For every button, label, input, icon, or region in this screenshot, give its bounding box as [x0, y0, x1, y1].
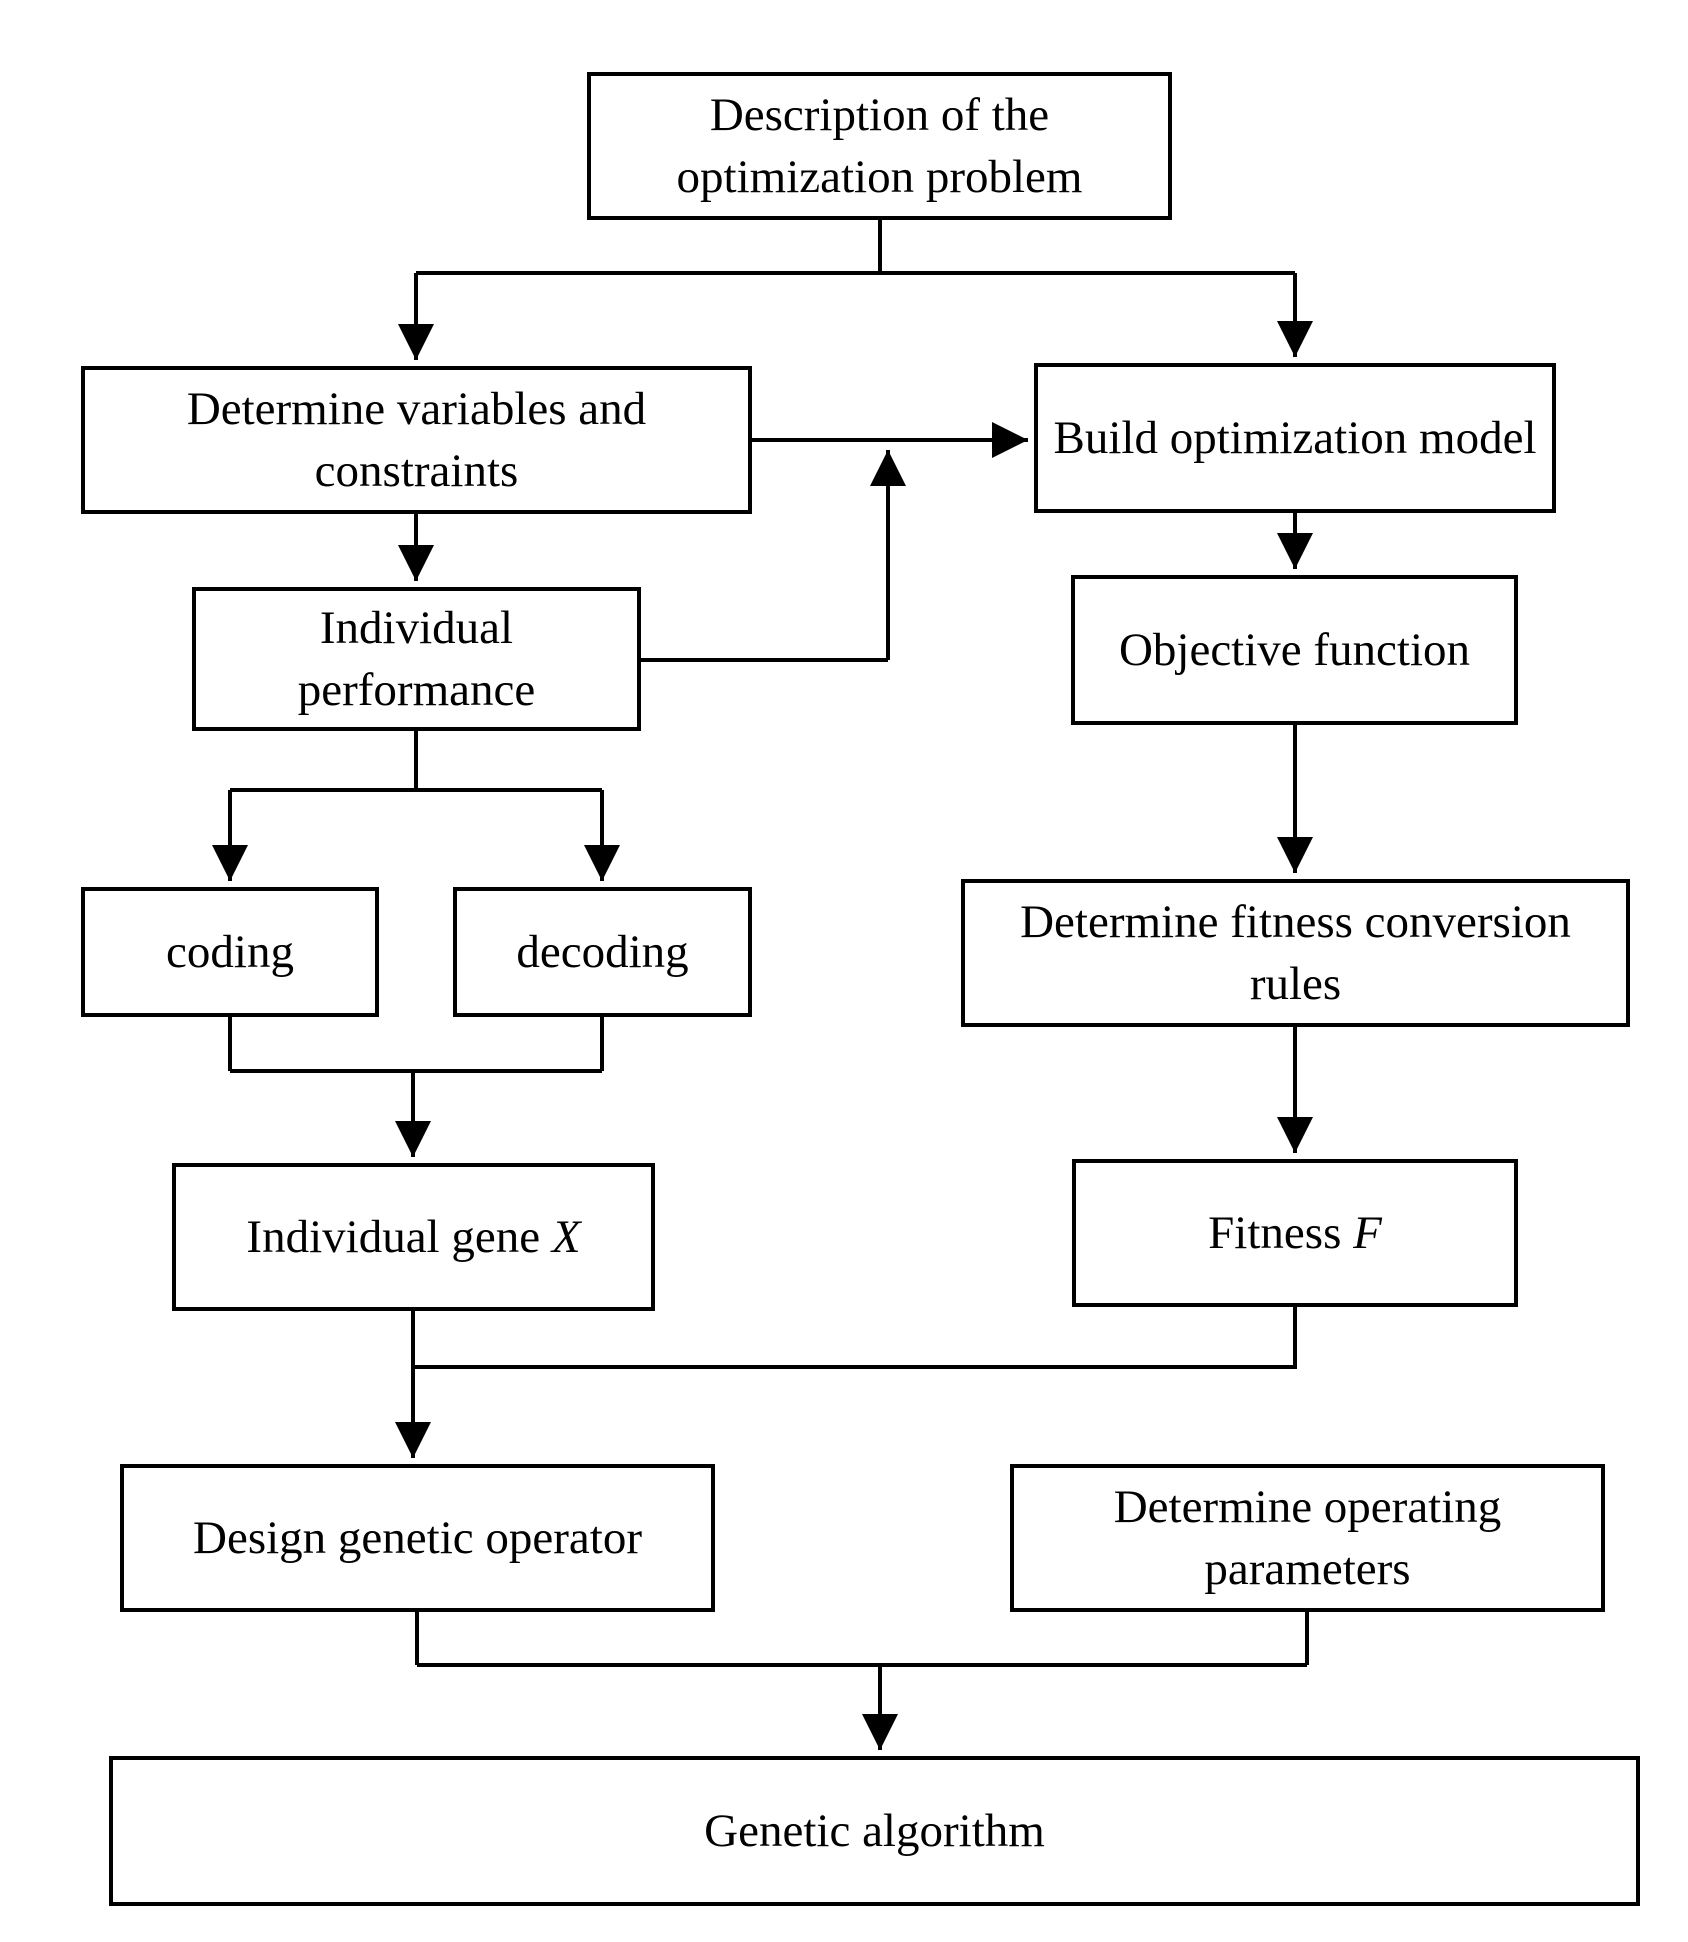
- node-individual-performance: Individual performance: [192, 587, 641, 731]
- node-label: Design genetic operator: [193, 1511, 642, 1564]
- node-determine-fitness-conversion-rules: Determine fitness conversion rules: [961, 879, 1630, 1027]
- connector-fitness-merge: [413, 1307, 1297, 1369]
- node-design-genetic-operator: Design genetic operator: [120, 1464, 715, 1612]
- node-decoding: decoding: [453, 887, 752, 1017]
- node-determine-operating-parameters: Determine operating parameters: [1010, 1464, 1605, 1612]
- node-label: Fitness F: [1208, 1206, 1382, 1259]
- node-label: Determine operating parameters: [1113, 1480, 1502, 1595]
- node-label: Build optimization model: [1053, 411, 1537, 464]
- node-coding: coding: [81, 887, 379, 1017]
- node-label: coding: [166, 925, 294, 978]
- node-genetic-algorithm: Genetic algorithm: [109, 1756, 1640, 1906]
- connector-bottom-merge: [415, 1612, 1309, 1667]
- node-label: Determine fitness conversion rules: [1020, 895, 1571, 1010]
- node-build-optimization-model: Build optimization model: [1034, 363, 1556, 513]
- node-objective-function: Objective function: [1071, 575, 1518, 725]
- node-description-of-optimization-problem: Description of the optimization problem: [587, 72, 1172, 220]
- node-fitness-f: Fitness F: [1072, 1159, 1518, 1307]
- node-individual-gene-x: Individual gene X: [172, 1163, 655, 1311]
- connector-coding-merge: [228, 1017, 604, 1073]
- node-label: Individual gene X: [246, 1210, 581, 1263]
- node-label: Description of the optimization problem: [676, 88, 1083, 203]
- node-label: Objective function: [1118, 623, 1471, 676]
- node-label: Individual performance: [297, 601, 536, 716]
- gene-variable-x: X: [551, 1210, 581, 1263]
- node-label: Genetic algorithm: [704, 1804, 1045, 1857]
- node-label: Determine variables and constraints: [186, 382, 647, 497]
- fitness-variable-f: F: [1353, 1206, 1382, 1259]
- node-label: decoding: [516, 925, 689, 978]
- node-determine-variables-and-constraints: Determine variables and constraints: [81, 366, 752, 514]
